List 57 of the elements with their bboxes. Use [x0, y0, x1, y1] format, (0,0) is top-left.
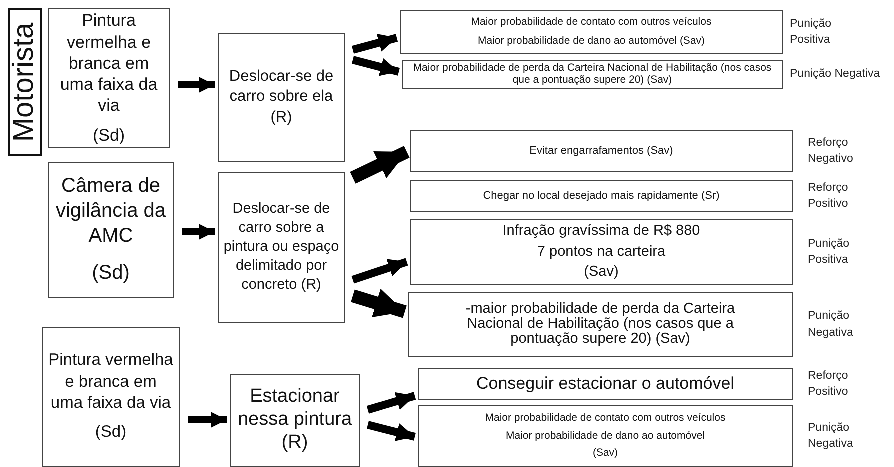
block-arrow: [351, 288, 407, 318]
process-box: [400, 10, 783, 54]
box-text: Câmera de vigilância da AMC: [54, 174, 168, 249]
box-text: (Sav): [592, 447, 618, 460]
box-text: Maior probabilidade de dano ao automóvel (Sav): [478, 35, 706, 48]
consequence-label: Reforço Negativo: [808, 136, 854, 168]
block-arrow: [350, 146, 410, 184]
box-text: Maior probabilidade de perda da Carteira Nacional de Habilitação (nos casos que a pontuação supere 20) (Sav): [412, 63, 773, 86]
process-box: [418, 368, 793, 400]
box-text: Maior probabilidade de contato com outros veículos: [471, 16, 712, 29]
box-text: (Sd): [95, 422, 127, 444]
box-text: (Sd): [92, 261, 130, 286]
process-box: [408, 292, 793, 357]
process-box: [410, 219, 793, 285]
process-box: [48, 8, 170, 148]
box-text: Pintura vermelha e branca em uma faixa da via: [59, 10, 159, 116]
box-text: (Sav): [584, 264, 619, 281]
box-text: Deslocar-se de carro sobre a pintura ou espaço delimitado por concreto (R): [223, 200, 340, 295]
box-text: Deslocar-se de carro sobre ela (R): [228, 67, 335, 128]
block-arrow: [178, 76, 215, 94]
process-box: [218, 33, 345, 162]
consequence-label: Reforço Positivo: [808, 368, 850, 400]
consequence-label: Punição Positiva: [790, 16, 833, 48]
row-label-box: [8, 8, 42, 156]
process-box: [42, 327, 180, 467]
block-arrow: [352, 258, 408, 284]
process-box: [218, 172, 345, 323]
box-text: (Sd): [92, 124, 126, 146]
process-box: [402, 60, 783, 89]
box-text: 7 pontos na carteira: [537, 244, 666, 260]
process-box: [230, 374, 360, 467]
box-text: Conseguir estacionar o automóvel: [476, 374, 734, 394]
process-box: [48, 162, 174, 298]
consequence-label: Reforço Positivo: [808, 180, 850, 212]
box-text: Estacionar nessa pintura: [236, 386, 354, 432]
block-arrow: [188, 412, 227, 428]
box-text: Pintura vermelha e branca em uma faixa da via: [48, 350, 174, 414]
consequence-label: Punição Positiva: [808, 236, 851, 268]
process-box: [410, 180, 793, 212]
block-arrow: [352, 34, 398, 54]
box-text: Evitar engarrafamentos (Sav): [530, 144, 674, 158]
consequence-label: Punição Negativa: [808, 420, 854, 452]
box-text: Infração gravíssima de R$ 880: [502, 222, 700, 240]
box-text: Chegar no local desejado mais rapidamente (Sr): [483, 188, 720, 204]
block-arrow: [367, 421, 416, 442]
box-text: (R): [282, 432, 308, 455]
consequence-label: Punição Negativa: [790, 67, 882, 82]
block-arrow: [366, 392, 416, 414]
vertical-label: Motorista: [10, 22, 40, 142]
block-arrow: [352, 56, 400, 76]
box-text: -maior probabilidade de perda da Carteira Nacional de Habilitação (nos casos que a pontuação supere 20) (Sav): [466, 302, 736, 348]
block-arrow: [182, 224, 215, 240]
box-text: Maior probabilidade de contato com outros veículos: [485, 412, 726, 425]
process-box: [410, 130, 793, 172]
process-box: [418, 405, 793, 467]
box-text: Maior probabilidade de dano ao automóvel: [506, 430, 706, 442]
consequence-label: Punição Negativa: [808, 309, 854, 341]
